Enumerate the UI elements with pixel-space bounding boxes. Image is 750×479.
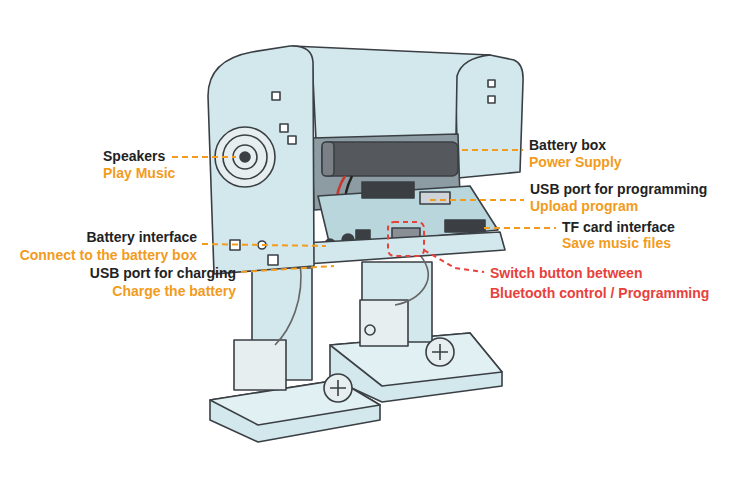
part-function: Play Music bbox=[103, 165, 175, 182]
part-name: Battery box bbox=[529, 137, 606, 154]
part-function: Upload program bbox=[530, 198, 638, 215]
part-function: Power Supply bbox=[529, 154, 622, 171]
part-name: TF card interface bbox=[562, 219, 675, 236]
part-function: Charge the battery bbox=[112, 283, 236, 300]
part-name: Speakers bbox=[103, 148, 165, 165]
part-name: Battery interface bbox=[87, 229, 198, 246]
part-function: Save music files bbox=[562, 235, 671, 252]
switch-note: Switch button between Bluetooth control … bbox=[490, 263, 730, 303]
part-function: Connect to the battery box bbox=[20, 247, 197, 264]
part-name: USB port for charging bbox=[90, 265, 236, 282]
part-name: USB port for programming bbox=[530, 181, 707, 198]
